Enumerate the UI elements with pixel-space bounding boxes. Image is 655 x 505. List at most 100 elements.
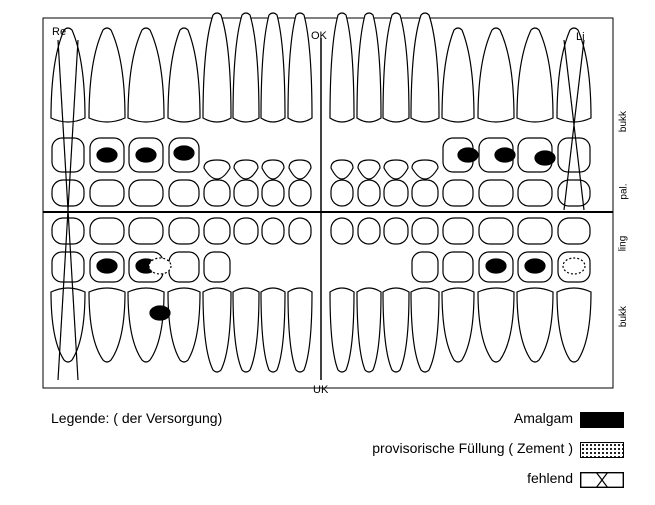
lower-tooth-lingual bbox=[479, 218, 513, 244]
upper-incisal-edge bbox=[412, 160, 438, 179]
upper-tooth-buccal bbox=[411, 13, 439, 122]
upper-tooth-palatal bbox=[169, 180, 199, 206]
lower-tooth-buccal bbox=[203, 288, 231, 372]
legend-amalgam-swatch bbox=[580, 412, 624, 428]
lower-tooth-lingual bbox=[52, 218, 84, 244]
lower-tooth-lingual bbox=[129, 218, 163, 244]
upper-tooth-palatal bbox=[129, 180, 163, 206]
upper-incisal-edge bbox=[289, 160, 311, 179]
upper-tooth-buccal bbox=[128, 28, 164, 122]
lower-tooth-buccal bbox=[517, 288, 553, 362]
lower-tooth-lingual bbox=[412, 218, 438, 244]
amalgam-filling bbox=[150, 306, 170, 320]
provisional-filling bbox=[563, 258, 585, 274]
lower-tooth-lingual bbox=[90, 218, 124, 244]
amalgam-filling bbox=[97, 259, 117, 273]
label-right-side: Re bbox=[52, 26, 66, 38]
amalgam-filling bbox=[174, 146, 194, 160]
label-left-side: Li bbox=[576, 31, 585, 43]
upper-tooth-palatal bbox=[289, 180, 311, 206]
upper-tooth-palatal bbox=[558, 180, 590, 206]
upper-tooth-palatal bbox=[204, 180, 230, 206]
upper-tooth-palatal bbox=[331, 180, 353, 206]
legend-amalgam-label: Amalgam bbox=[514, 410, 573, 426]
lower-tooth-buccal bbox=[168, 288, 200, 362]
upper-tooth-palatal bbox=[518, 180, 552, 206]
lower-tooth-lingual bbox=[331, 218, 353, 244]
label-upper-jaw: OK bbox=[311, 30, 327, 42]
lower-tooth-lingual bbox=[518, 218, 552, 244]
upper-tooth-buccal bbox=[168, 28, 200, 122]
lower-tooth-occlusal bbox=[52, 252, 84, 282]
upper-tooth-buccal bbox=[357, 13, 381, 122]
lower-tooth-buccal bbox=[261, 288, 285, 372]
upper-incisal-edge bbox=[234, 160, 258, 179]
upper-tooth-palatal bbox=[479, 180, 513, 206]
upper-tooth-buccal bbox=[288, 13, 312, 122]
upper-tooth-buccal bbox=[383, 13, 409, 122]
upper-tooth-buccal bbox=[557, 28, 591, 122]
legend-missing-swatch bbox=[580, 472, 624, 488]
upper-tooth-palatal bbox=[384, 180, 408, 206]
lower-tooth-lingual bbox=[204, 218, 230, 244]
amalgam-filling bbox=[486, 259, 506, 273]
label-upper-buccal: bukk bbox=[618, 111, 629, 132]
upper-tooth-occlusal bbox=[558, 138, 590, 172]
lower-tooth-buccal bbox=[288, 288, 312, 372]
lower-tooth-buccal bbox=[442, 288, 474, 362]
lower-tooth-lingual bbox=[262, 218, 284, 244]
lower-tooth-buccal bbox=[89, 288, 125, 362]
label-lower-buccal: bukk bbox=[618, 306, 629, 327]
upper-tooth-palatal bbox=[262, 180, 284, 206]
lower-tooth-occlusal bbox=[169, 252, 199, 282]
lower-tooth-lingual bbox=[384, 218, 408, 244]
upper-incisal-edge bbox=[358, 160, 380, 179]
upper-tooth-buccal bbox=[261, 13, 285, 122]
lower-tooth-buccal bbox=[411, 288, 439, 372]
lower-tooth-lingual bbox=[169, 218, 199, 244]
legend-provisional-label: provisorische Füllung ( Zement ) bbox=[372, 440, 573, 456]
upper-tooth-buccal bbox=[517, 28, 553, 122]
lower-tooth-lingual bbox=[558, 218, 590, 244]
lower-tooth-occlusal bbox=[412, 252, 438, 282]
upper-tooth-palatal bbox=[358, 180, 380, 206]
lower-tooth-lingual bbox=[289, 218, 311, 244]
upper-tooth-buccal bbox=[233, 13, 259, 122]
lower-tooth-buccal bbox=[128, 288, 164, 362]
lower-tooth-buccal bbox=[51, 288, 85, 362]
lower-tooth-lingual bbox=[443, 218, 473, 244]
lower-tooth-buccal bbox=[557, 288, 591, 362]
lower-tooth-buccal bbox=[357, 288, 381, 372]
lower-tooth-buccal bbox=[330, 288, 354, 372]
upper-incisal-edge bbox=[384, 160, 408, 179]
label-lower-jaw: UK bbox=[313, 384, 328, 396]
provisional-filling bbox=[149, 258, 171, 274]
upper-tooth-buccal bbox=[330, 13, 354, 122]
legend-title: Legende: ( der Versorgung) bbox=[51, 410, 222, 426]
amalgam-filling bbox=[535, 151, 555, 165]
amalgam-filling bbox=[97, 148, 117, 162]
upper-tooth-buccal bbox=[478, 28, 514, 122]
upper-incisal-edge bbox=[204, 160, 230, 179]
upper-tooth-buccal bbox=[51, 28, 85, 122]
amalgam-filling bbox=[458, 148, 478, 162]
lower-tooth-occlusal bbox=[204, 252, 230, 282]
upper-tooth-buccal bbox=[203, 13, 231, 122]
lower-tooth-buccal bbox=[383, 288, 409, 372]
upper-tooth-palatal bbox=[234, 180, 258, 206]
upper-tooth-palatal bbox=[443, 180, 473, 206]
amalgam-filling bbox=[136, 148, 156, 162]
upper-incisal-edge bbox=[262, 160, 284, 179]
label-lower-lingual: ling bbox=[617, 236, 628, 252]
lower-tooth-lingual bbox=[358, 218, 380, 244]
lower-tooth-lingual bbox=[234, 218, 258, 244]
upper-tooth-buccal bbox=[442, 28, 474, 122]
lower-tooth-buccal bbox=[233, 288, 259, 372]
amalgam-filling bbox=[525, 259, 545, 273]
lower-tooth-buccal bbox=[478, 288, 514, 362]
lower-tooth-occlusal bbox=[443, 252, 473, 282]
label-upper-palatal: pal. bbox=[619, 183, 630, 199]
upper-tooth-palatal bbox=[90, 180, 124, 206]
amalgam-filling bbox=[495, 148, 515, 162]
